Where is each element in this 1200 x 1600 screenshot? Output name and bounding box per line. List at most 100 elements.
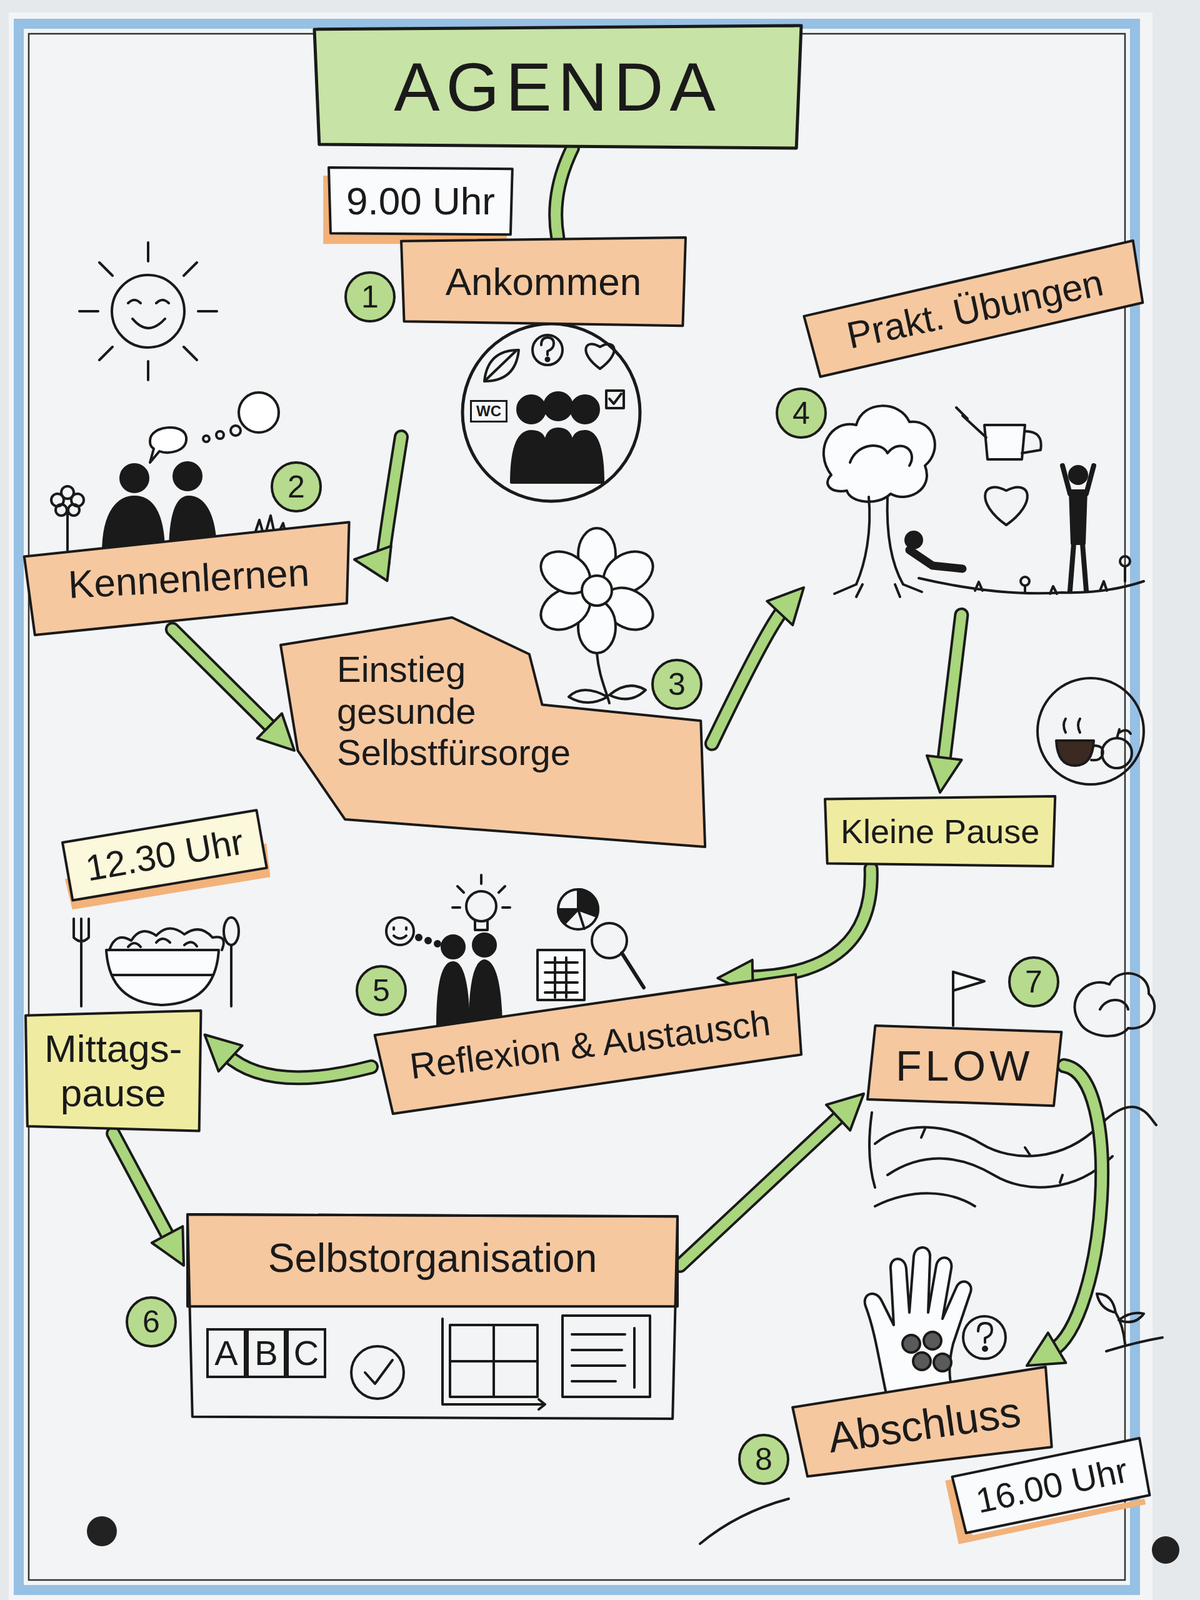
arrow-head [926,755,962,793]
reflection-drawing [473,933,496,957]
people-talking [173,462,202,490]
step-band: Kennenlernen [23,521,354,635]
step-text: Prakt. Übungen [843,260,1107,357]
people-talking [51,392,287,554]
reflection-drawing [470,960,502,1025]
selforganisation-icons [562,1315,650,1397]
tree-drawing [856,496,904,585]
step-text: FLOW [895,1041,1034,1090]
step-band: Reflexion & Austausch [373,974,807,1115]
selforganisation-icons [351,1315,650,1410]
people-talking [230,425,241,436]
step-band: Einstieg gesunde Selbstfürsorge [280,617,710,847]
coffee-break-icon [1101,738,1132,769]
arrow-head [257,713,295,751]
flow-arrow [555,148,573,238]
flower-drawing [581,575,612,606]
arrow-outline [711,608,785,744]
reflection-drawing [558,909,579,924]
people-talking [120,464,149,492]
arrival-icon [462,323,640,502]
agenda-step: Abschluss [796,1384,1053,1465]
tree-drawing [1120,556,1130,567]
sign-label: WC [470,400,508,423]
tree-drawing [823,405,935,502]
arrival-icon [571,395,599,424]
magnet [86,1516,117,1547]
arrow-head [1026,1332,1067,1366]
step-fill [328,167,513,235]
step-text: Ankommen [445,259,642,304]
tree-drawing [850,445,912,466]
agenda-step: AGENDA [314,25,802,149]
arrow-body [555,148,573,238]
arrival-icon [546,358,550,362]
selforganisation-icons [450,1325,538,1397]
arrow-outline [680,1113,843,1265]
tree-drawing [1123,566,1127,582]
tree-drawing [918,578,1144,594]
arrow-body [172,629,275,730]
step-fill [803,240,1148,378]
paper [28,33,1125,1580]
lunch-drawing [109,928,224,950]
tree-drawing [909,550,963,569]
step-text: Selbstorganisation [268,1235,598,1282]
people-talking [66,509,69,550]
step-fill [314,25,802,149]
arrival-icon [544,392,572,420]
step-text-group: Prakt. Übungen [843,260,1107,357]
arrival-icon [532,335,563,365]
coffee-break-icon [1037,678,1144,785]
callout-number: 4 [775,387,827,439]
arrow-head [354,546,392,582]
flower-drawing [533,528,660,704]
sun-drawing [128,300,169,329]
step-fill [25,1010,201,1132]
coffee-break-icon [1056,740,1094,766]
step-band: AGENDA [314,25,802,149]
lunch-drawing [128,938,197,947]
agenda-step: Prakt. Übungen [806,275,1144,613]
arrow-outline [746,868,871,978]
reflection-drawing [416,935,422,940]
arrow-body [113,1133,170,1241]
agenda-step: Kleine Pause [825,796,1055,867]
flow-drawing [1074,973,1155,1036]
tree-drawing [956,407,1042,454]
reflection-drawing [425,938,431,944]
arrow-outline [943,615,962,764]
selforganisation-icons [365,1360,393,1384]
tree-drawing [823,405,1144,597]
arrival-icon [585,343,614,369]
step-fill [280,617,705,847]
closing-drawing [923,1331,942,1350]
tree-drawing [905,531,922,549]
tree-drawing [975,581,1107,594]
agenda-step: Einstieg gesunde Selbstfürsorge [280,617,710,847]
step-text-group: Kleine Pause [840,811,1040,851]
tree-drawing [1020,576,1030,586]
arrow-head [826,1093,864,1131]
reflection-drawing [393,927,407,939]
step-text-group: Mittags- pause [44,1026,182,1116]
table-cell: A [206,1328,247,1379]
callout-number: 1 [344,271,396,323]
callout-number: 5 [355,965,407,1017]
coffee-break-icon [1116,729,1131,739]
arrow-head [205,1035,243,1072]
lunch-drawing [112,973,213,977]
flow-arrow [711,587,804,744]
step-band: Kleine Pause [825,796,1055,867]
step-fill [187,1214,678,1307]
arrow-outline [1051,1065,1103,1352]
flow-drawing [1100,1000,1129,1010]
step-fill [23,521,354,635]
step-text-group: Ankommen [445,259,642,304]
step-fill [867,1025,1062,1106]
step-text: Einstieg gesunde Selbstfürsorge [336,648,571,774]
agenda-step: 9.00 Uhr [328,167,513,235]
flow-drawing [953,971,985,991]
flow-arrow [926,615,962,793]
